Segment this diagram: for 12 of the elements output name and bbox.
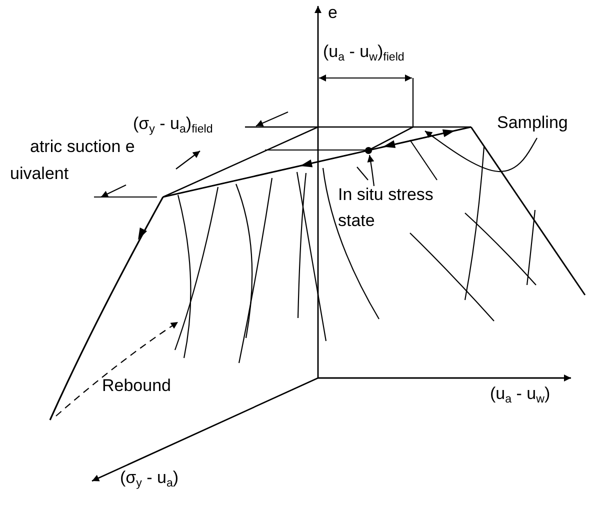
leader-line	[424, 130, 538, 172]
axis-label: (u$_{a}$ - u$_{w}$)	[490, 384, 550, 404]
axis-label: (σ$_{y}$ - u$_{a}$)	[120, 468, 179, 488]
axis-label: e	[328, 3, 338, 23]
annotation-text: Sampling	[497, 110, 568, 136]
dimension-label: (u$_{a}$ - u$_{w}$)$_{field}$	[323, 42, 404, 62]
dimension-label: (σ$_{y}$ - u$_{a}$)$_{field}$	[133, 114, 213, 134]
leader-line	[367, 154, 375, 186]
annotation-text: In situ stress state	[338, 182, 473, 234]
annotation-text: Rebound	[102, 376, 172, 396]
annotation-text: atric suction e uivalent	[10, 136, 136, 185]
stress-state-dot	[365, 147, 372, 154]
